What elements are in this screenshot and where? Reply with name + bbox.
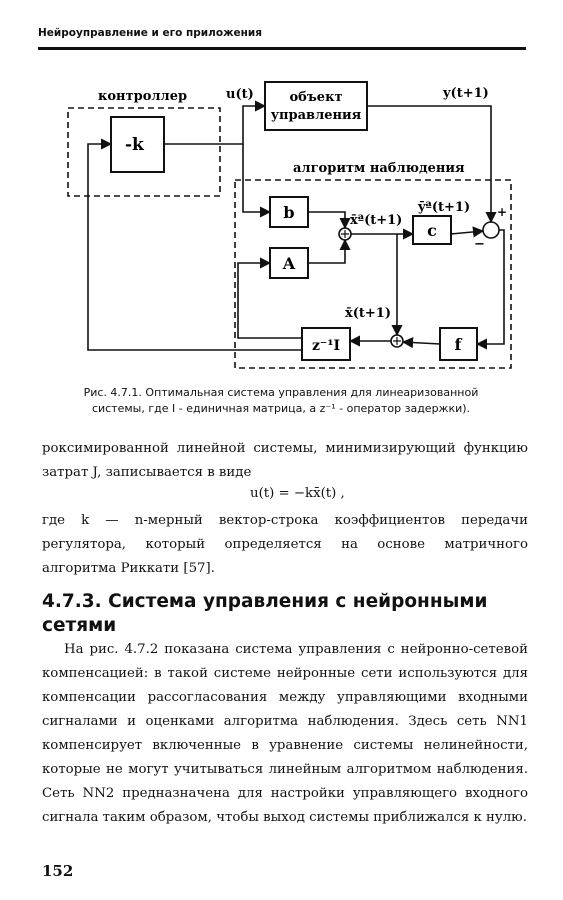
figure-caption: Рис. 4.7.1. Оптимальная система управлен… — [40, 385, 522, 417]
label-y-hat-a: ȳª(t+1) — [417, 200, 470, 215]
wire-u-to-plant — [164, 100, 267, 145]
paragraph-3: На рис. 4.7.2 показана система управлени… — [42, 642, 528, 825]
label-c: c — [427, 221, 437, 240]
wire-c-to-sum — [450, 226, 485, 238]
label-a: A — [282, 254, 296, 273]
b-block — [269, 196, 309, 228]
wire-y-to-sum — [367, 105, 497, 224]
formula: u(t) = −kx̄(t) , — [250, 486, 345, 501]
caption-line-1: Рис. 4.7.1. Оптимальная система управлен… — [83, 386, 479, 399]
caption-line-2: системы, где I - единичная матрица, а z⁻… — [91, 402, 471, 415]
label-plus-sign: + — [497, 205, 507, 219]
f-block — [439, 327, 478, 361]
wire-err-to-f — [475, 229, 505, 350]
section-title: 4.7.3. Система управления с нейронными с… — [42, 591, 488, 636]
block-diagram-svg: контроллер -k u(t) объект управления y(t… — [67, 81, 512, 369]
label-x-hat: x̄(t+1) — [345, 306, 391, 321]
label-f: f — [455, 335, 463, 354]
label-b: b — [283, 203, 294, 222]
label-plant-2: управления — [271, 108, 362, 123]
label-delay: z⁻¹I — [312, 338, 340, 354]
page-number: 152 — [42, 862, 74, 880]
wire-b-to-sum — [308, 211, 351, 230]
label-observer: алгоритм наблюдения — [293, 161, 465, 176]
label-output-signal: y(t+1) — [442, 86, 489, 101]
wire-f-to-sum3 — [401, 336, 441, 349]
header-rule — [38, 47, 526, 50]
label-input-signal: u(t) — [226, 87, 254, 102]
label-controller: контроллер — [98, 89, 187, 104]
wire-delay-to-a — [237, 257, 302, 339]
label-plant-1: объект — [289, 90, 342, 105]
paragraph-2: где k — n-мерный вектор-строка коэффицие… — [42, 513, 528, 576]
figure-block-diagram: контроллер -k u(t) объект управления y(t… — [38, 70, 528, 375]
label-x-hat-a: x̄ª(t+1) — [350, 213, 402, 228]
paragraph-1: роксимированной линейной системы, миними… — [42, 441, 528, 480]
observer-frame — [234, 179, 512, 369]
sum-junction-2 — [482, 221, 500, 239]
controller-frame — [67, 107, 221, 197]
label-minus-sign: − — [474, 237, 485, 252]
wire-u-to-b — [242, 144, 272, 218]
label-gain: -k — [125, 135, 145, 155]
delay-block — [301, 327, 351, 361]
wire-a-to-sum — [308, 238, 351, 264]
wire-delay-to-gain — [87, 138, 302, 351]
running-title: Нейроуправление и его приложения — [38, 27, 262, 39]
